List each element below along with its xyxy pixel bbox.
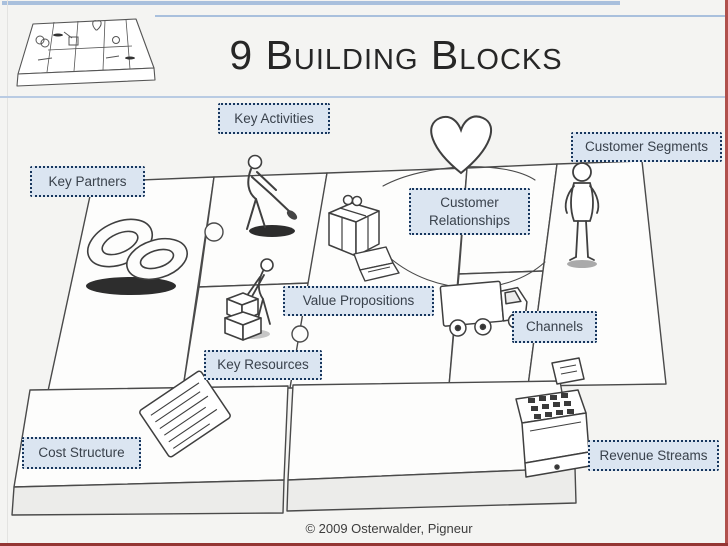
label-value-propositions-text: Value Propositions — [302, 293, 415, 309]
label-channels-text: Channels — [525, 319, 584, 335]
title-divider — [0, 96, 728, 98]
label-customer-segments-text: Customer Segments — [584, 139, 709, 155]
label-customer-segments: Customer Segments — [571, 132, 722, 162]
mini-canvas-thumbnail-icon — [16, 18, 156, 87]
label-customer-relationships-text: Customer Relationships — [428, 194, 511, 228]
copyright-credit: © 2009 Osterwalder, Pigneur — [305, 521, 473, 536]
digging-person-doodle — [246, 154, 298, 237]
label-key-activities: Key Activities — [218, 103, 330, 134]
gift-box-doodle — [328, 194, 380, 257]
label-channels: Channels — [512, 311, 597, 343]
standing-person-doodle — [564, 162, 600, 268]
header-accent-line — [155, 15, 728, 17]
label-value-propositions: Value Propositions — [283, 286, 434, 316]
label-revenue-streams-text: Revenue Streams — [599, 447, 708, 463]
heart-doodle — [430, 115, 492, 175]
cost-document-doodle — [139, 370, 231, 458]
label-key-partners: Key Partners — [30, 166, 145, 197]
right-accent-edge — [725, 0, 728, 546]
top-accent-bar — [2, 1, 620, 5]
label-cost-structure-text: Cost Structure — [38, 445, 125, 461]
cash-register-doodle — [515, 357, 591, 478]
label-key-resources: Key Resources — [204, 350, 322, 380]
page-title: 9 Building Blocks — [229, 32, 563, 78]
bottom-accent-edge — [0, 543, 728, 546]
label-revenue-streams: Revenue Streams — [588, 440, 719, 471]
laptop-doodle — [353, 246, 400, 282]
label-key-activities-text: Key Activities — [234, 110, 314, 126]
label-key-partners-text: Key Partners — [48, 173, 127, 189]
label-customer-relationships: Customer Relationships — [409, 188, 530, 235]
person-with-boxes-doodle — [224, 258, 274, 341]
label-key-resources-text: Key Resources — [217, 357, 309, 373]
label-cost-structure: Cost Structure — [22, 437, 141, 469]
interlocking-rings-doodle — [86, 218, 188, 295]
left-edge-line — [7, 0, 8, 546]
